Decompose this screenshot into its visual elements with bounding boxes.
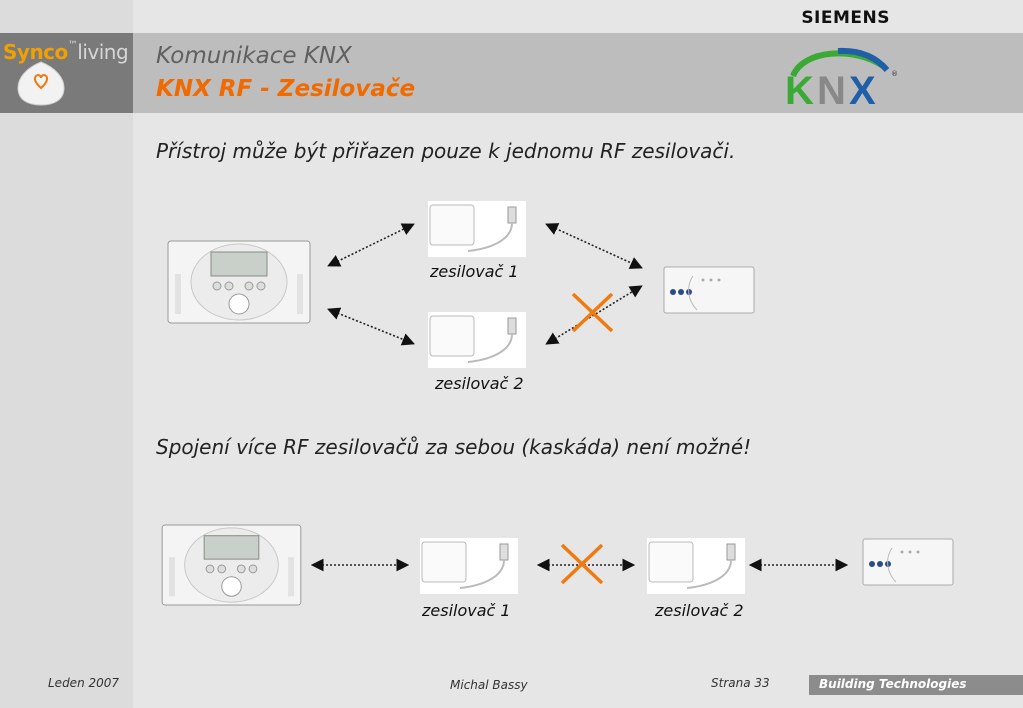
synco-living-logo: Synco™living [3,40,129,64]
svg-text:X: X [849,69,876,108]
svg-text:®: ® [891,70,898,78]
repeater-1-label: zesilovač 1 [430,262,519,281]
room-controller-device [167,240,311,324]
page-subtitle: KNX RF - Zesilovače [156,76,416,102]
statement-no-cascade: Spojení více RF zesilovačů za sebou (kas… [156,435,752,459]
header-band [0,33,1023,113]
footer-date: Leden 2007 [48,676,120,690]
double-arrow-icon [327,307,415,346]
room-controller-device-2 [161,524,302,606]
synco-house-icon [17,61,65,106]
page-title: Komunikace KNX [156,43,352,69]
double-arrow-icon [545,223,643,269]
svg-text:N: N [817,69,846,108]
footer-author: Michal Bassy [450,678,528,692]
knx-logo: K N X ® [785,47,898,108]
footer-page-number: Strana 33 [711,676,770,690]
repeater-2-label: zesilovač 2 [435,374,524,393]
double-arrow-icon [327,223,415,267]
rf-repeater-2-device-2 [647,538,745,594]
left-sidebar [0,0,133,708]
central-apartment-unit-device-2 [862,538,954,586]
cascade-repeater-1-label: zesilovač 1 [422,601,511,620]
svg-text:K: K [785,69,814,108]
siemens-logo: SIEMENS [801,8,890,28]
rf-repeater-2-device [428,312,526,368]
footer-division-box [809,675,1023,695]
statement-single-repeater: Přístroj může být přiřazen pouze k jedno… [156,139,736,163]
x-mark-icon [560,543,604,585]
cascade-repeater-2-label: zesilovač 2 [655,601,744,620]
rf-repeater-1-device [428,201,526,257]
footer-division: Building Technologies [819,677,967,691]
x-mark-icon [571,292,614,333]
central-apartment-unit-device [663,266,755,314]
top-bar [133,0,1023,33]
rf-repeater-1-device-2 [420,538,518,594]
